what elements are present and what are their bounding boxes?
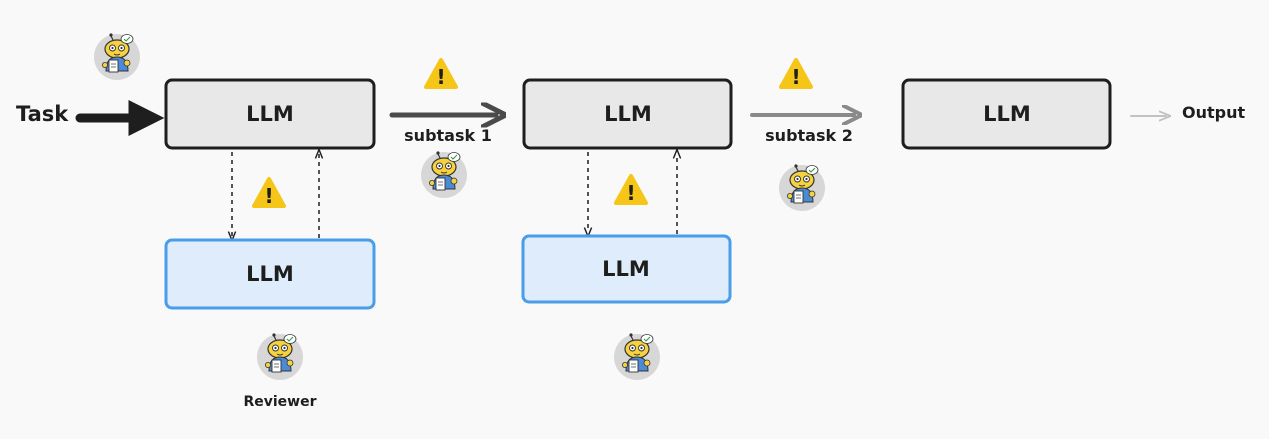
reviewer-caption: Reviewer	[243, 394, 316, 410]
robot-subtask-1-icon	[420, 150, 468, 199]
llm-node-1-label: LLM	[246, 102, 294, 126]
output-label: Output	[1182, 103, 1245, 122]
warning-icon	[779, 58, 813, 91]
robot-orchestrator-icon	[93, 32, 141, 81]
robot-reviewer-icon	[256, 332, 304, 381]
reviewer-llm-node-1-label: LLM	[246, 262, 294, 286]
reviewer-llm-node-1: LLM	[164, 238, 376, 310]
subtask-2-label: subtask 2	[765, 126, 853, 145]
llm-node-3: LLM	[901, 78, 1112, 150]
llm-node-1: LLM	[164, 78, 376, 150]
task-label: Task	[16, 102, 69, 126]
warning-icon	[614, 174, 648, 207]
subtask-1-label: subtask 1	[404, 126, 492, 145]
warning-icon	[252, 177, 286, 210]
robot-subtask-2-icon	[778, 163, 826, 212]
llm-node-3-label: LLM	[983, 102, 1031, 126]
robot-reviewer-2-icon	[613, 332, 661, 381]
warning-icon	[424, 58, 458, 91]
llm-node-2-label: LLM	[604, 102, 652, 126]
reviewer-llm-node-2: LLM	[521, 234, 732, 304]
reviewer-llm-node-2-label: LLM	[602, 257, 650, 281]
llm-node-2: LLM	[522, 78, 733, 150]
